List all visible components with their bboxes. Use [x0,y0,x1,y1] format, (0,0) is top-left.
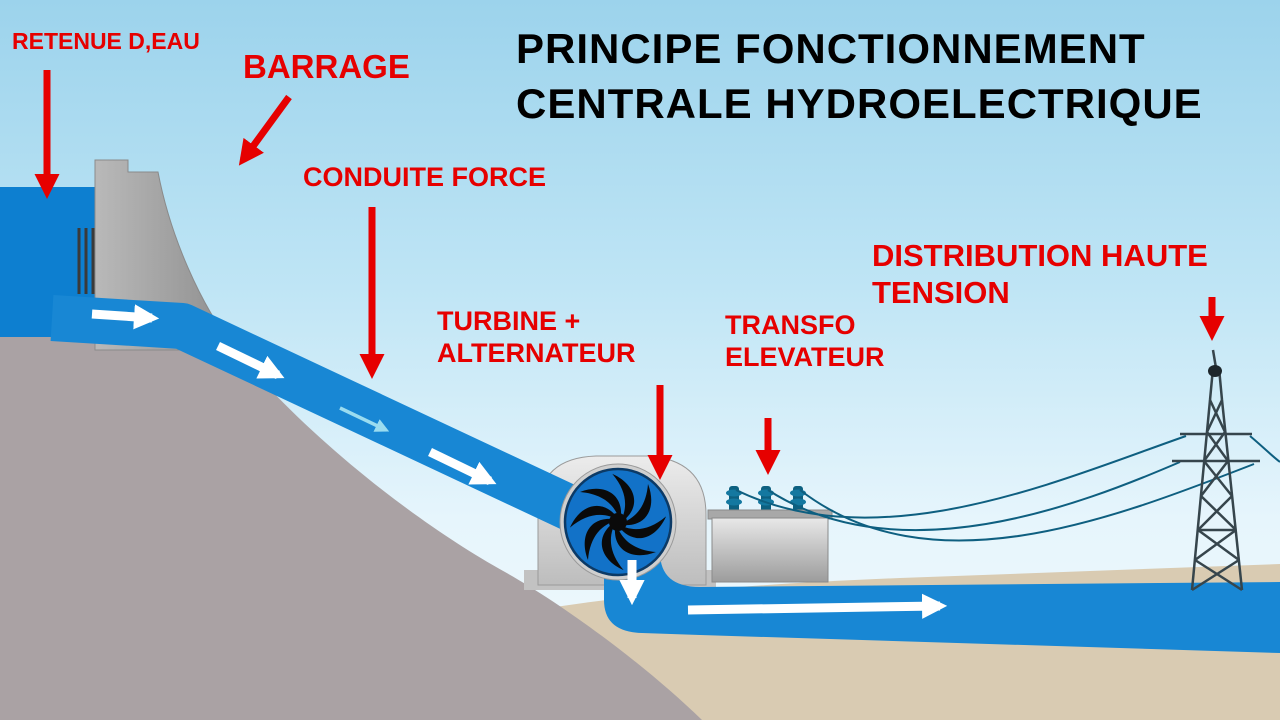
flow-arrow-mid-cyan [339,406,390,432]
label-turbine-line1: TURBINE + [437,306,581,336]
hillside [0,336,702,720]
turbine-rotor [569,473,667,571]
penstock-pipe [50,295,614,545]
intake-gates [77,228,95,294]
title-line1: PRINCIPE FONCTIONNEMENT [516,25,1146,72]
power-lines [735,435,1280,542]
transformer-body [711,517,829,583]
label-conduite-force: CONDUITE FORCE [303,162,546,194]
label-transfo-line2: ELEVATEUR [725,341,885,372]
diagram-title: PRINCIPE FONCTIONNEMENT CENTRALE HYDROEL… [516,22,1203,131]
label-turbine-line2: ALTERNATEUR [437,337,636,368]
label-turbine-alternateur: TURBINE + ALTERNATEUR [437,306,635,370]
label-barrage: BARRAGE [243,48,410,87]
label-transfo-elevateur: TRANSFO ELEVATEUR [725,310,885,374]
label-distribution-haute-tension: DISTRIBUTION HAUTE TENSION [872,238,1208,311]
flow-arrow-intake [91,304,160,330]
flow-arrow-penstock2 [428,447,497,486]
pointer-barrage [238,94,292,166]
label-distribution-line1: DISTRIBUTION HAUTE [872,238,1208,273]
label-conduite-text: CONDUITE FORCE [303,162,546,192]
transmission-tower [1172,349,1260,592]
flow-arrow-penstock1 [216,341,285,380]
tower-top-blob [1208,365,1222,377]
label-distribution-line2: TENSION [872,274,1010,310]
label-barrage-text: BARRAGE [243,48,410,85]
label-retenue-deau: RETENUE D,EAU [12,28,200,55]
label-transfo-line1: TRANSFO [725,310,856,340]
transformer [707,486,833,583]
flow-arrow-tailrace [687,593,948,619]
title-line2: CENTRALE HYDROELECTRIQUE [516,79,1203,127]
label-retenue-text: RETENUE D,EAU [12,28,200,54]
pointer-arrows [34,70,1225,481]
flow-arrows [91,304,948,619]
